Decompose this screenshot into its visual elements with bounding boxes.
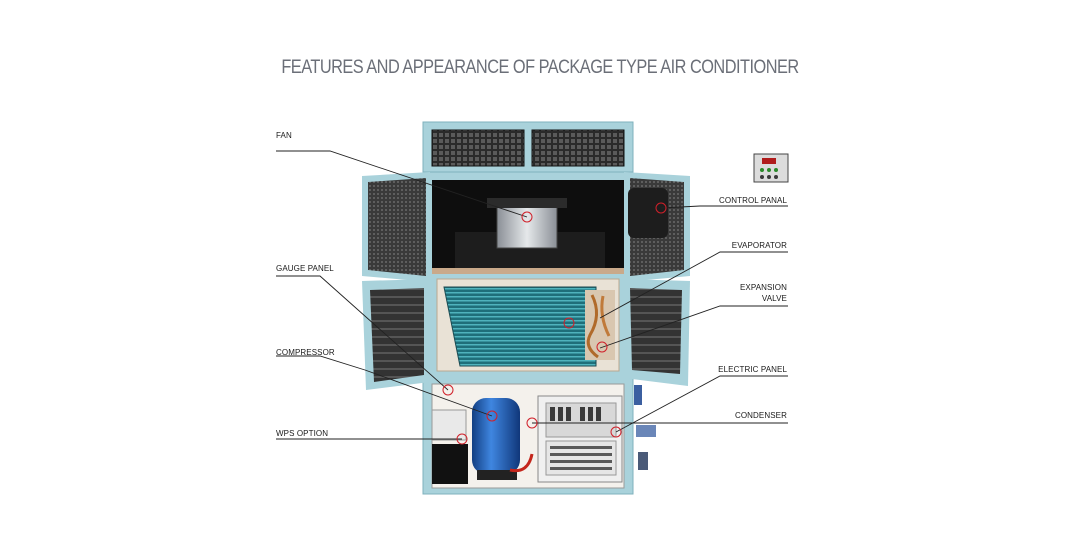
compressor-leader — [276, 355, 493, 417]
callout-markers — [442, 202, 667, 445]
electric-panel-leader — [615, 375, 788, 433]
fan-leader — [276, 150, 528, 218]
label-wps-option: WPS OPTION — [276, 429, 329, 438]
label-electric-panel: ELECTRIC PANEL — [718, 365, 787, 374]
control-panal-box — [628, 188, 668, 238]
gauge-panel-leader — [276, 275, 449, 391]
control-panel-thumbnail — [753, 153, 789, 183]
cabinet-frame — [422, 171, 656, 495]
right-lower-door — [624, 279, 690, 386]
compressor-marker — [486, 410, 498, 422]
expansion-valve-leader — [599, 305, 788, 349]
evaporator-marker — [563, 317, 575, 329]
page-title: FEATURES AND APPEARANCE OF PACKAGE TYPE … — [281, 57, 799, 78]
label-expansion: EXPANSION — [740, 283, 787, 292]
leader-lines — [276, 150, 788, 440]
label-fan: FAN — [276, 131, 292, 140]
right-upper-door — [624, 172, 690, 282]
control-panal-leader — [660, 205, 788, 209]
top-housing — [422, 121, 634, 173]
gauge-panel-marker — [442, 384, 454, 396]
electric-panel-marker — [610, 426, 622, 438]
label-evaporator: EVAPORATOR — [731, 241, 787, 250]
label-control-panal: CONTROL PANAL — [719, 196, 787, 205]
left-lower-door — [362, 279, 430, 390]
label-valve: VALVE — [761, 294, 787, 303]
compressor-body — [472, 398, 520, 474]
wps-option-marker — [456, 433, 468, 445]
expansion-valve-marker — [596, 341, 608, 353]
fan-marker — [521, 211, 533, 223]
left-upper-door — [362, 172, 430, 282]
label-compressor: COMPRESSOR — [276, 348, 335, 357]
evaporator-leader — [599, 251, 788, 319]
condenser-marker — [526, 417, 538, 429]
label-condenser: CONDENSER — [734, 411, 787, 420]
label-gauge-panel: GAUGE PANEL — [276, 264, 334, 273]
control-panal-marker — [655, 202, 667, 214]
